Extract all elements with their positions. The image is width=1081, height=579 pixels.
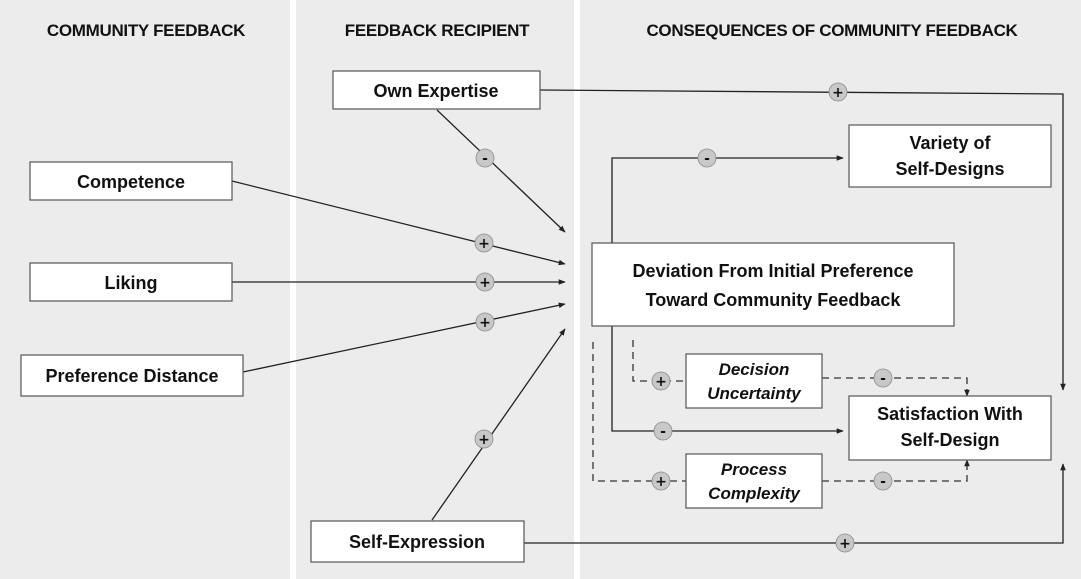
heading-feedback-recipient: FEEDBACK RECIPIENT	[345, 21, 530, 40]
box-competence: Competence	[29, 161, 233, 201]
box-self-expression: Self-Expression	[310, 520, 525, 563]
svg-text:+: +	[478, 432, 490, 448]
heading-community-feedback: COMMUNITY FEEDBACK	[47, 21, 246, 40]
sign-liking-to-deviation: +	[475, 272, 495, 292]
sign-deviation-to-decision-uncertainty: +	[651, 371, 671, 391]
svg-text:Self-Designs: Self-Designs	[895, 159, 1004, 179]
box-deviation-from-initial-preference: Deviation From Initial Preference Toward…	[591, 242, 955, 327]
svg-text:-: -	[880, 371, 886, 387]
path-self-expression-to-deviation	[431, 328, 566, 521]
path-deviation-to-variety	[611, 155, 844, 243]
heading-consequences: CONSEQUENCES OF COMMUNITY FEEDBACK	[646, 21, 1018, 40]
svg-text:+: +	[478, 236, 490, 252]
svg-text:Toward Community Feedback: Toward Community Feedback	[646, 290, 902, 310]
path-own-expertise-to-deviation	[436, 109, 566, 233]
svg-text:Self-Design: Self-Design	[900, 430, 999, 450]
svg-text:+: +	[832, 85, 844, 101]
sign-self-expression-to-satisfaction: +	[835, 533, 855, 553]
path-decision-uncertainty-to-satisfaction	[822, 377, 970, 397]
svg-text:-: -	[880, 474, 886, 490]
path-process-complexity-to-satisfaction	[822, 459, 970, 482]
svg-text:Own Expertise: Own Expertise	[373, 81, 498, 101]
svg-text:+: +	[479, 315, 491, 331]
path-own-expertise-to-satisfaction	[539, 89, 1066, 391]
path-preference-distance-to-deviation	[242, 302, 566, 373]
sign-process-complexity-to-satisfaction: -	[873, 471, 893, 491]
svg-text:+: +	[479, 275, 491, 291]
svg-text:+: +	[655, 374, 667, 390]
sign-competence-to-deviation: +	[474, 233, 494, 253]
svg-text:Decision: Decision	[719, 360, 790, 379]
path-deviation-to-satisfaction	[611, 326, 844, 434]
path-competence-to-deviation	[231, 180, 566, 266]
svg-text:+: +	[655, 474, 667, 490]
sign-own-expertise-to-satisfaction: +	[828, 82, 848, 102]
svg-text:Self-Expression: Self-Expression	[349, 532, 485, 552]
sign-own-expertise-to-deviation: -	[475, 148, 495, 168]
path-self-expression-to-satisfaction	[524, 463, 1066, 544]
box-preference-distance: Preference Distance	[20, 354, 244, 397]
svg-text:Process: Process	[721, 460, 787, 479]
svg-text:+: +	[839, 536, 851, 552]
box-process-complexity: Process Complexity	[685, 453, 823, 509]
svg-text:Deviation From Initial Prefere: Deviation From Initial Preference	[632, 261, 913, 281]
sign-deviation-to-satisfaction: -	[653, 421, 673, 441]
sign-self-expression-to-deviation: +	[474, 429, 494, 449]
svg-text:-: -	[704, 151, 710, 167]
sign-decision-uncertainty-to-satisfaction: -	[873, 368, 893, 388]
svg-text:Satisfaction With: Satisfaction With	[877, 404, 1023, 424]
sign-preference-distance-to-deviation: +	[475, 312, 495, 332]
box-satisfaction-with-self-design: Satisfaction With Self-Design	[848, 395, 1052, 461]
svg-text:Complexity: Complexity	[708, 484, 801, 503]
sign-deviation-to-variety: -	[697, 148, 717, 168]
box-own-expertise: Own Expertise	[332, 70, 541, 110]
box-liking: Liking	[29, 262, 233, 302]
svg-text:Variety of: Variety of	[909, 133, 991, 153]
sign-deviation-to-process-complexity: +	[651, 471, 671, 491]
svg-text:Preference Distance: Preference Distance	[45, 366, 218, 386]
svg-text:-: -	[482, 151, 488, 167]
svg-text:Competence: Competence	[77, 172, 185, 192]
box-variety-of-self-designs: Variety of Self-Designs	[848, 124, 1052, 188]
svg-text:Liking: Liking	[105, 273, 158, 293]
box-decision-uncertainty: Decision Uncertainty	[685, 353, 823, 409]
path-deviation-to-process-complexity	[592, 342, 686, 482]
svg-text:Uncertainty: Uncertainty	[707, 384, 802, 403]
svg-text:-: -	[660, 424, 666, 440]
